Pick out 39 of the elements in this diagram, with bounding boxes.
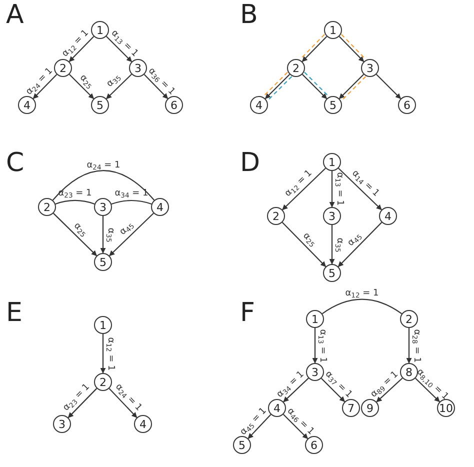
arrow [329,225,335,265]
panel-letter: B [240,2,258,28]
panel-letter: C [6,150,24,176]
arrow [329,171,335,208]
arrow [32,74,58,99]
arrow [282,168,326,210]
arrow [106,74,132,100]
arrow [53,212,97,256]
panel-letter: A [6,2,24,28]
arrow [282,414,308,440]
arrow [312,328,318,364]
arrow [376,74,402,100]
arrow [108,388,138,418]
panel-letter: F [240,300,255,326]
connector-line [52,170,155,201]
arrow [68,74,94,100]
arrow [283,378,309,402]
arrow [282,222,326,267]
arrow [320,378,346,402]
arrow [68,36,94,62]
panel-letter: E [6,300,22,326]
arrow [376,378,403,402]
arrow [68,388,98,418]
arrow [338,222,382,267]
arrow [248,414,272,439]
arrow [415,378,440,402]
connector-line [111,200,152,205]
panel-letter: D [240,150,260,176]
connector-line [322,298,402,314]
connector-line [55,200,95,204]
arrow [109,212,154,256]
edge-label: α$_{24}$ = 1 [86,162,120,170]
arrow [144,74,168,99]
arrow [100,216,106,254]
arrow [338,168,382,210]
edge-label: α$_{12}$ = 1 [345,290,379,298]
arrow [106,36,132,62]
arrow [100,334,106,374]
arrow [406,328,412,364]
